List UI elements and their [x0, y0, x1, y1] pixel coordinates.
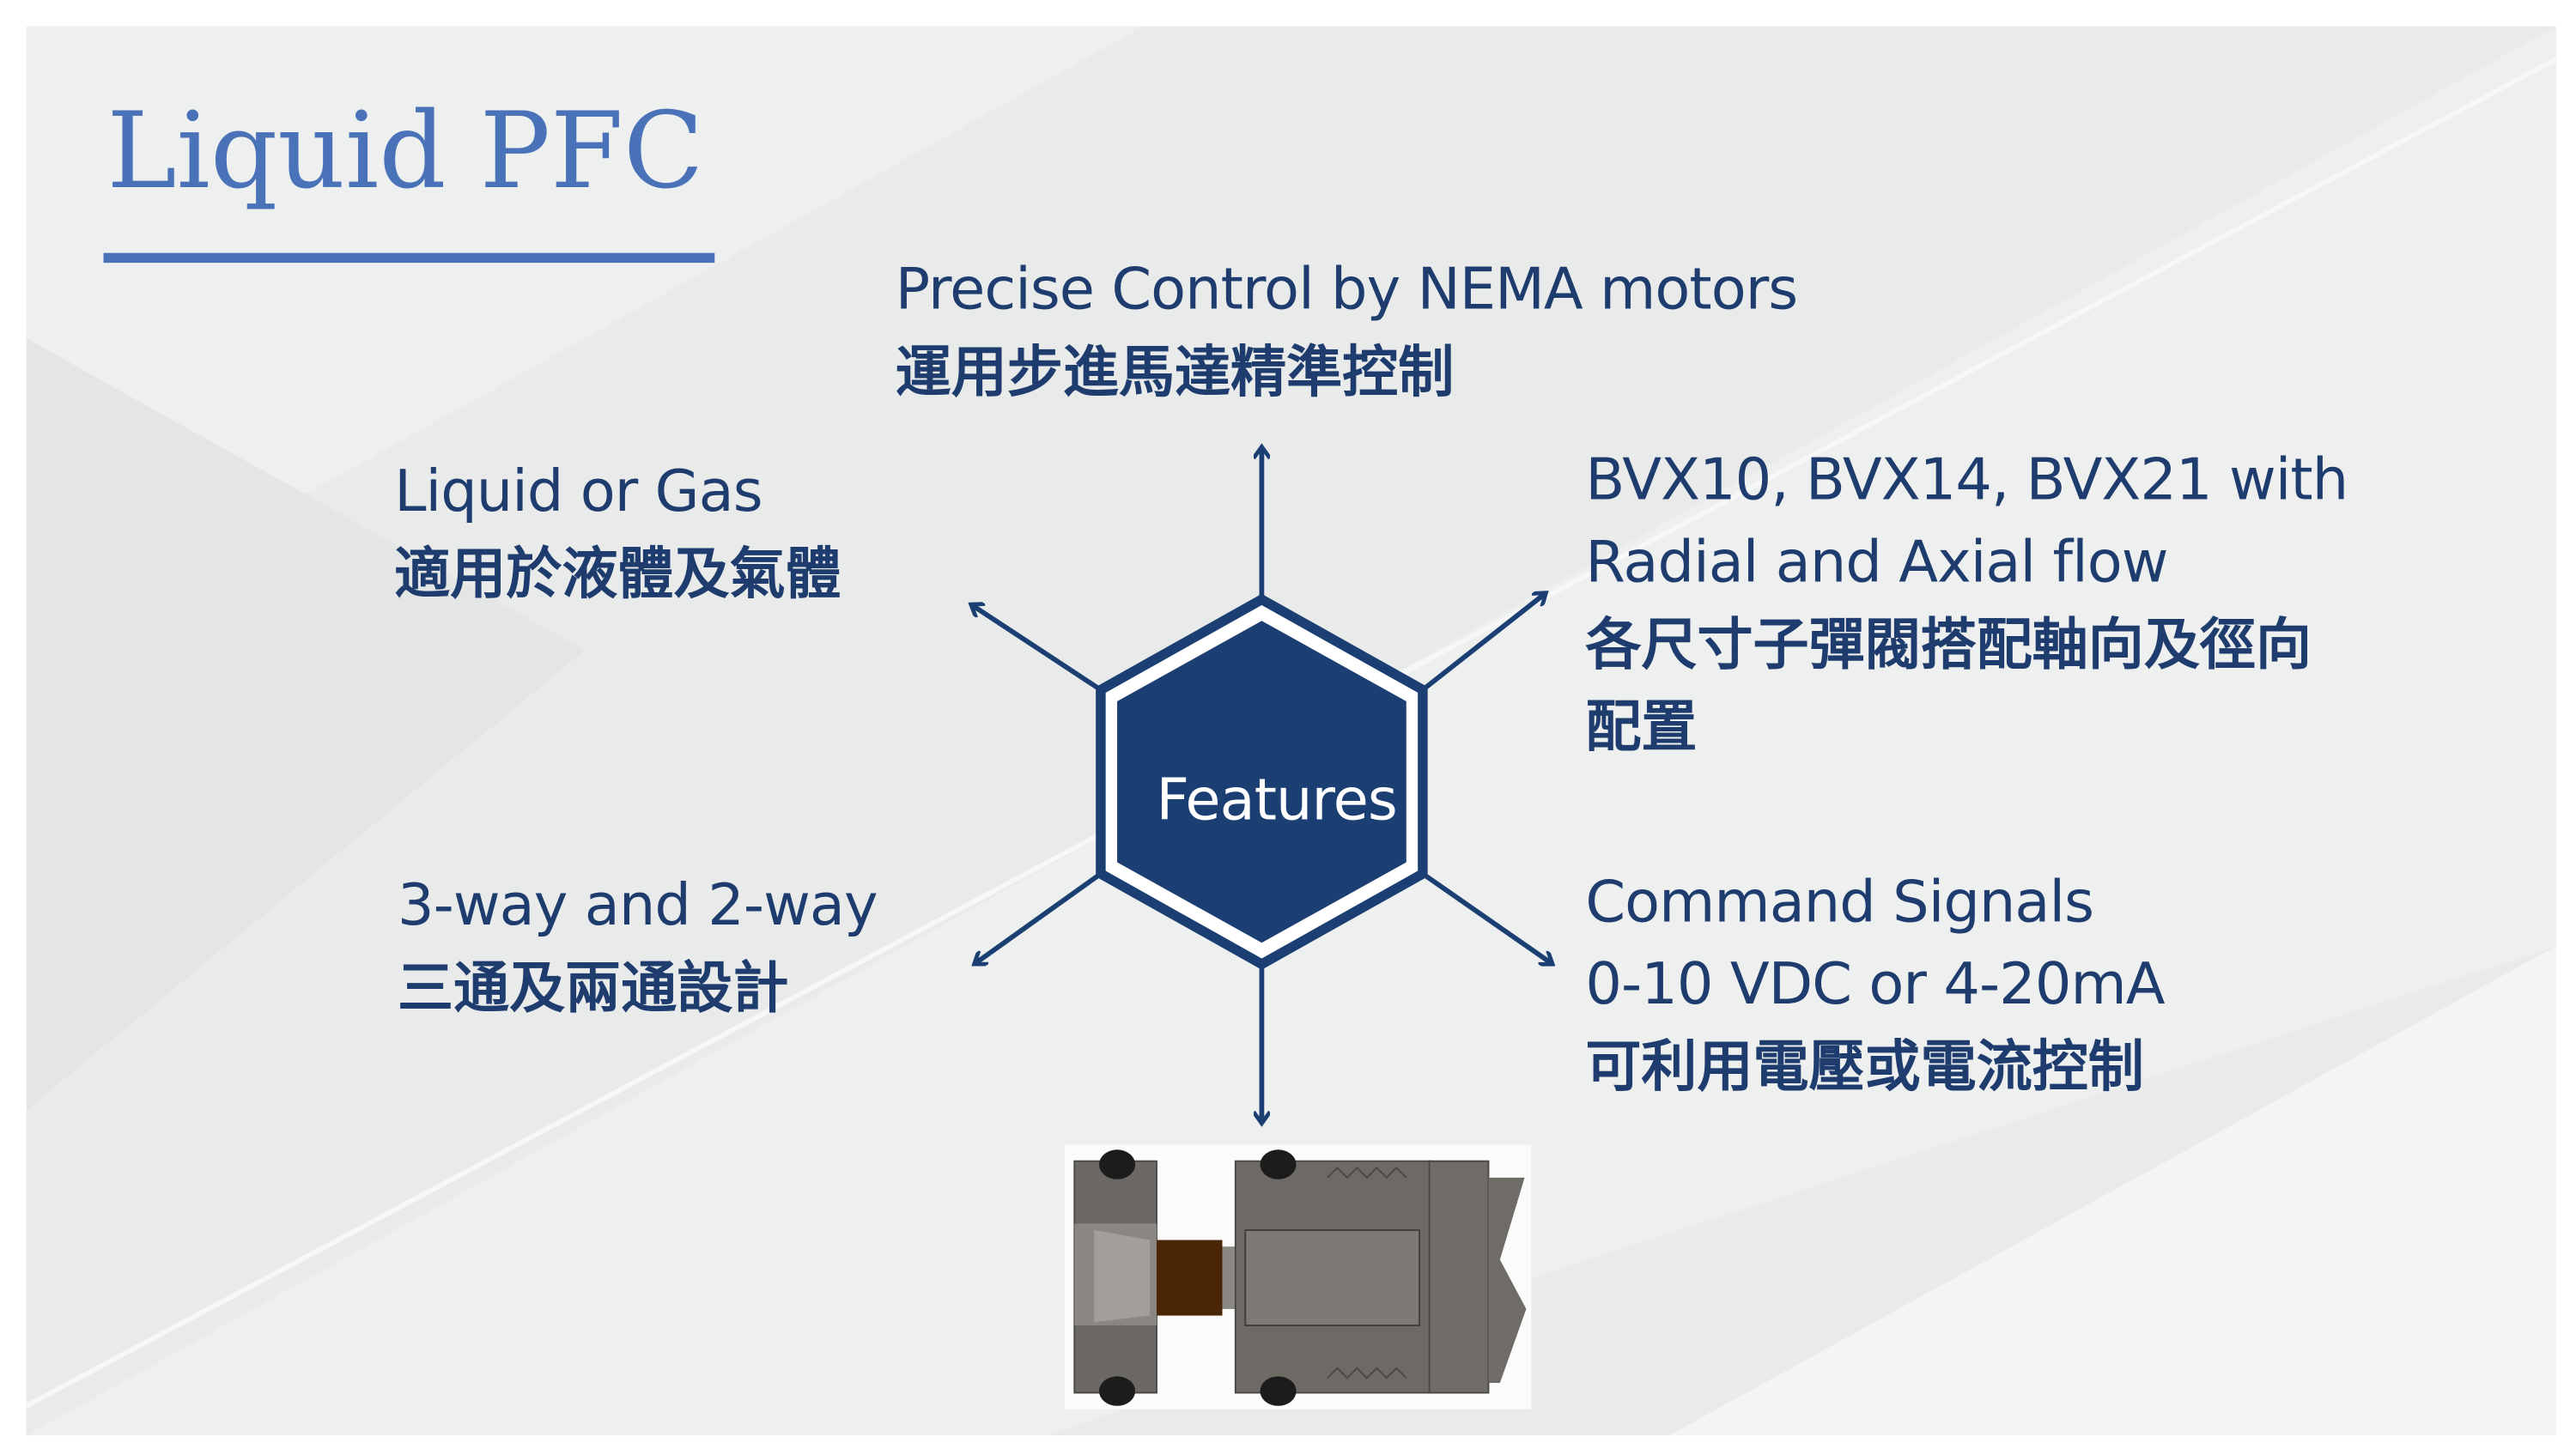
arrow-upper-left — [971, 604, 1103, 692]
feature-zh: 可利用電壓或電流控制 — [1585, 1034, 2144, 1100]
feature-zh: 三通及兩通設計 — [398, 955, 789, 1022]
slide: Liquid PFC Precise Control by NEMA motor… — [26, 26, 2557, 1436]
feature-en: Liquid or Gas — [394, 459, 762, 526]
feature-en: 3-way and 2-way — [398, 873, 878, 940]
feature-command-signals: Command Signals 0-10 VDC or 4-20mA 可利用電壓… — [1585, 862, 2165, 1108]
feature-en: Command Signals — [1585, 870, 2094, 937]
features-label: Features — [1156, 768, 1397, 834]
feature-liquid-gas: Liquid or Gas 適用於液體及氣體 — [394, 452, 841, 615]
feature-bvx-flow: BVX10, BVX14, BVX21 with Radial and Axia… — [1585, 440, 2348, 769]
feature-en: Radial and Axial flow — [1585, 530, 2168, 597]
arrow-lower-right — [1421, 871, 1552, 964]
feature-zh: 各尺寸子彈閥搭配軸向及徑向 — [1585, 612, 2312, 679]
page-title: Liquid PFC — [106, 92, 704, 214]
feature-zh: 配置 — [1585, 694, 1698, 761]
title-underline — [103, 252, 715, 264]
feature-en: BVX10, BVX14, BVX21 with — [1585, 448, 2348, 514]
valve-cross-section-image — [1064, 1144, 1532, 1410]
feature-en: 0-10 VDC or 4-20mA — [1585, 952, 2165, 1019]
feature-zh: 適用於液體及氣體 — [394, 542, 841, 608]
feature-zh: 運用步進馬達精準控制 — [895, 340, 1455, 406]
arrow-upper-right — [1421, 593, 1546, 692]
feature-3way-2way: 3-way and 2-way 三通及兩通設計 — [398, 865, 878, 1029]
feature-en: Precise Control by NEMA motors — [895, 258, 1798, 324]
arrow-lower-left — [975, 871, 1103, 964]
feature-precise-control: Precise Control by NEMA motors 運用步進馬達精準控… — [895, 250, 1798, 414]
features-diagram — [27, 27, 2556, 1436]
hexagon-inner — [1117, 621, 1406, 943]
